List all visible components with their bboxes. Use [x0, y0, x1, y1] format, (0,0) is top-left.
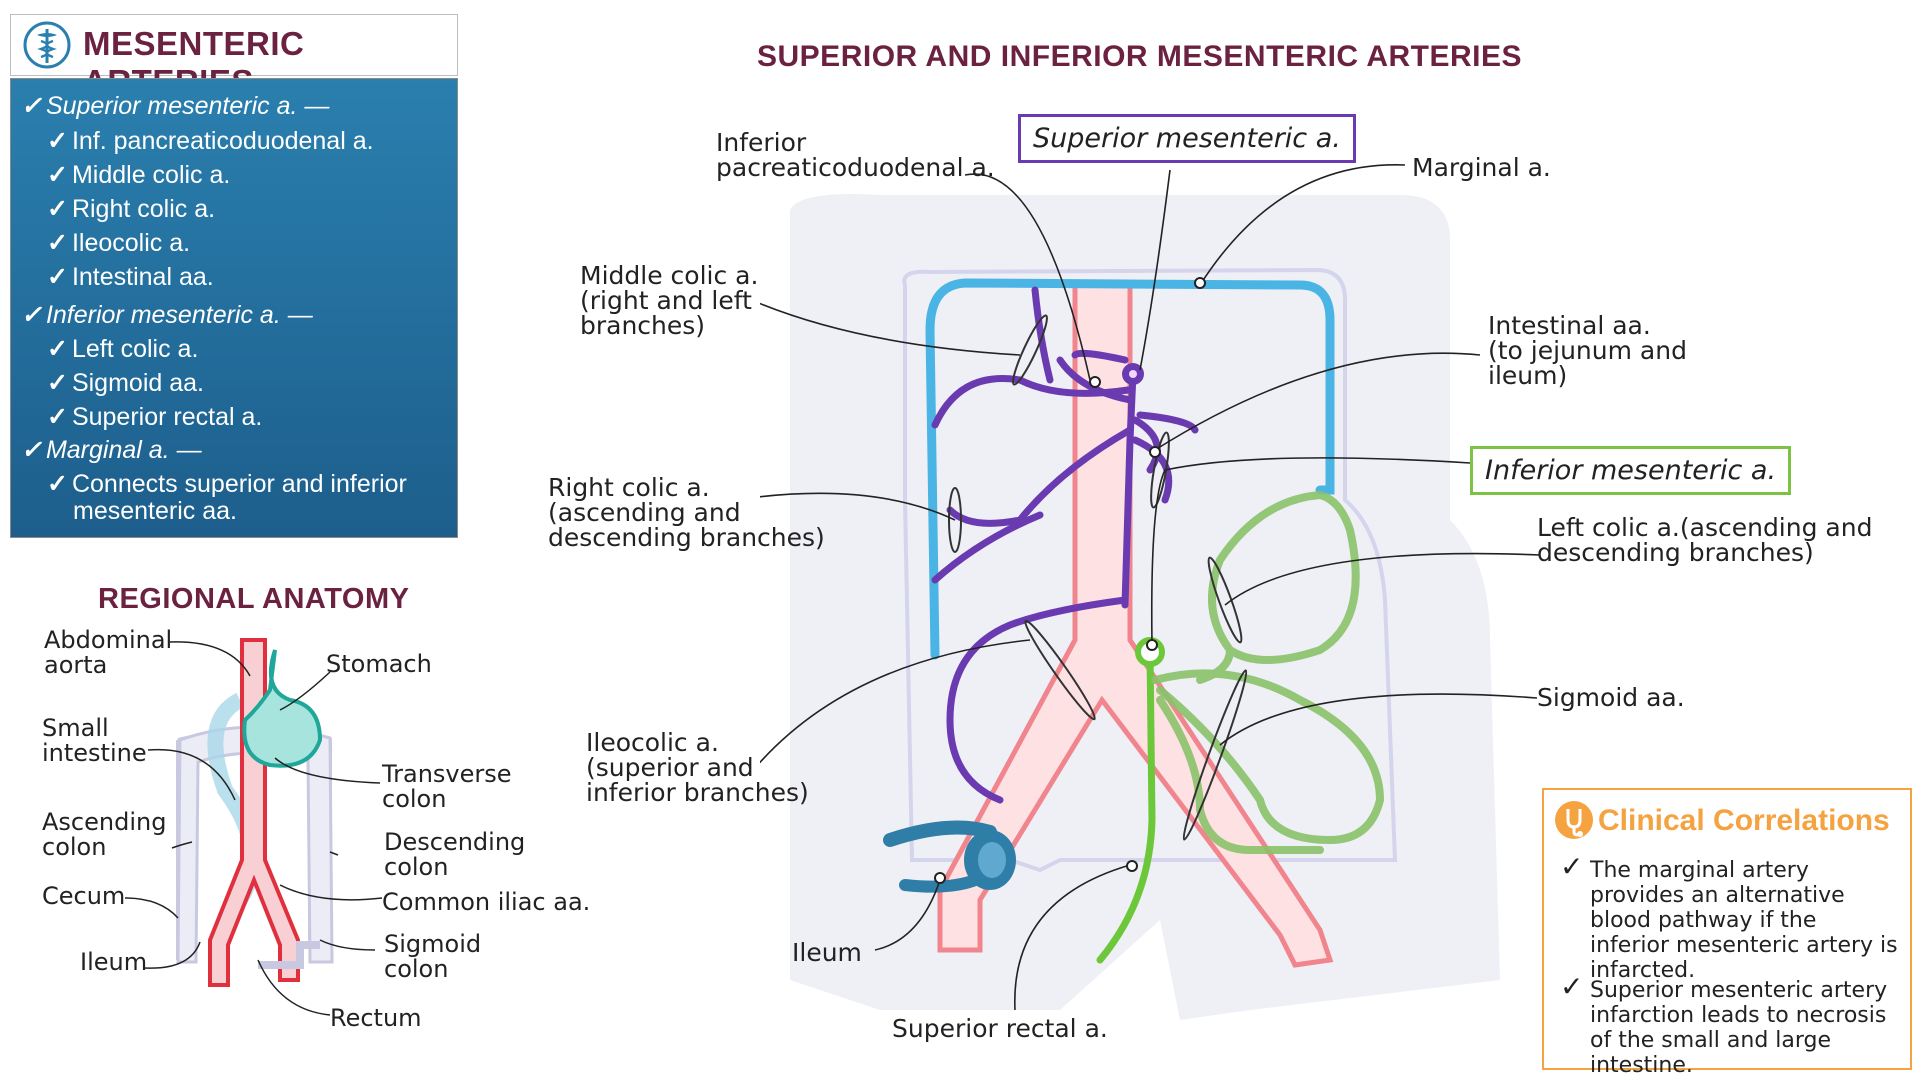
check-icon: ✓ — [21, 301, 42, 329]
label-left-colic: Left colic a.(ascending and — [1537, 513, 1873, 542]
summary-item: ✓Inferior mesenteric a. — — [21, 301, 313, 329]
check-icon: ✓ — [21, 92, 42, 120]
check-icon: ✓ — [47, 263, 68, 291]
check-icon: ✓ — [47, 403, 68, 431]
header-title-box: MESENTERIC ARTERIES — [10, 14, 458, 100]
label-sigmoid-colon: Sigmoid — [384, 930, 482, 958]
label-superior-rectal: Superior rectal a. — [892, 1014, 1108, 1043]
label-ileum-main: Ileum — [792, 938, 862, 967]
label-transverse-colon: Transverse — [382, 760, 512, 788]
ima-label-box: Inferior mesenteric a. — [1470, 446, 1792, 495]
label-rectum: Rectum — [330, 1004, 422, 1032]
check-icon: ✓ — [47, 127, 68, 155]
clinical-item: ✓ The marginal artery provides an altern… — [1560, 850, 1898, 984]
check-icon: ✓ — [47, 229, 68, 257]
check-icon: ✓ — [47, 369, 68, 397]
clinical-item: ✓ Superior mesenteric artery infarction … — [1560, 970, 1888, 1079]
mesenteric-arteries-diagram — [760, 164, 1540, 1020]
label-middle-colic: (right and left — [580, 286, 752, 315]
check-icon: ✓ — [1560, 970, 1584, 1003]
summary-panel: ✓Superior mesenteric a. — ✓Inf. pancreat… — [10, 78, 458, 538]
label-left-colic: descending branches) — [1537, 538, 1814, 567]
sma-label-box: Superior mesenteric a. — [1018, 114, 1356, 163]
main-diagram-title: SUPERIOR AND INFERIOR MESENTERIC ARTERIE… — [757, 40, 1523, 73]
label-sigmoid-colon: colon — [384, 955, 449, 983]
summary-item: ✓Superior rectal a. — [47, 403, 263, 431]
check-icon: ✓ — [21, 436, 42, 464]
label-ileocolic: (superior and — [586, 753, 754, 782]
summary-item: ✓Intestinal aa. — [47, 263, 214, 291]
clinical-correlations-box: Clinical Correlations ✓ The marginal art… — [1542, 788, 1912, 1078]
label-right-colic: descending branches) — [548, 523, 825, 552]
regional-anatomy-diagram — [124, 638, 383, 1016]
summary-item: ✓Left colic a. — [47, 335, 199, 363]
check-icon: ✓ — [47, 335, 68, 363]
regional-anatomy-title: REGIONAL ANATOMY — [98, 583, 410, 615]
summary-item: ✓Inf. pancreaticoduodenal a. — [47, 127, 374, 155]
label-intestinal-arteries: Intestinal aa. — [1488, 311, 1651, 340]
label-right-colic: (ascending and — [548, 498, 741, 527]
summary-item: ✓Superior mesenteric a. — — [21, 92, 330, 120]
label-common-iliac: Common iliac aa. — [382, 888, 591, 916]
label-small-intestine: intestine — [42, 739, 147, 767]
summary-item: ✓Right colic a. — [47, 195, 216, 223]
label-descending-colon: Descending — [384, 828, 526, 856]
caduceus-icon — [23, 21, 71, 69]
label-right-colic: Right colic a. — [548, 473, 710, 502]
label-ileum-regional: Ileum — [80, 948, 148, 976]
label-ileocolic: inferior branches) — [586, 778, 809, 807]
label-inferior-pancreaticoduodenal: pacreaticoduodenal a. — [716, 153, 995, 182]
summary-item: ✓Ileocolic a. — [47, 229, 191, 257]
check-icon: ✓ — [47, 195, 68, 223]
label-middle-colic: branches) — [580, 311, 706, 340]
check-icon: ✓ — [47, 470, 68, 498]
label-ascending-colon: Ascending — [42, 808, 167, 836]
label-intestinal-arteries: (to jejunum and — [1488, 336, 1687, 365]
label-inferior-pancreaticoduodenal: Inferior — [716, 128, 807, 157]
stethoscope-icon — [1555, 801, 1593, 839]
label-marginal-artery: Marginal a. — [1412, 153, 1551, 182]
summary-item: ✓Connects superior and inferior — [47, 470, 407, 498]
label-descending-colon: colon — [384, 853, 449, 881]
label-ileocolic: Ileocolic a. — [586, 728, 719, 757]
summary-item: ✓Middle colic a. — [47, 161, 231, 189]
label-transverse-colon: colon — [382, 785, 447, 813]
summary-item: mesenteric aa. — [73, 497, 237, 525]
summary-item: ✓Sigmoid aa. — [47, 369, 204, 397]
summary-item: ✓Marginal a. — — [21, 436, 202, 464]
label-middle-colic: Middle colic a. — [580, 261, 759, 290]
check-icon: ✓ — [47, 161, 68, 189]
check-icon: ✓ — [1560, 850, 1584, 883]
label-stomach: Stomach — [326, 650, 432, 678]
label-intestinal-arteries: ileum) — [1488, 361, 1568, 390]
label-ascending-colon: colon — [42, 833, 107, 861]
label-abdominal-aorta: aorta — [44, 651, 108, 679]
label-small-intestine: Small — [42, 714, 109, 742]
label-cecum: Cecum — [42, 882, 126, 910]
clinical-title: Clinical Correlations — [1598, 804, 1890, 837]
label-abdominal-aorta: Abdominal — [44, 626, 173, 654]
label-sigmoid-arteries: Sigmoid aa. — [1537, 683, 1685, 712]
